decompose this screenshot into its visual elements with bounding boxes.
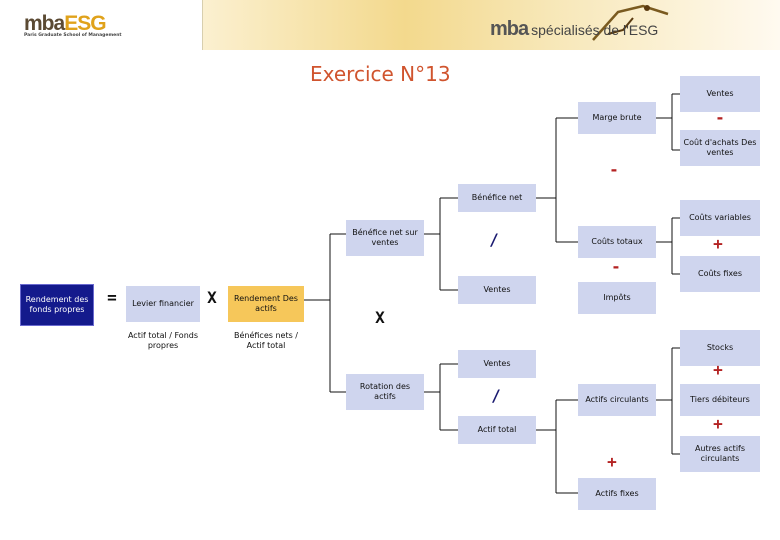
node-impots: Impôts (578, 282, 656, 314)
node-ventes-top: Ventes (680, 76, 760, 112)
node-ventes-1: Ventes (458, 276, 536, 304)
op-times-1: X (202, 290, 222, 306)
label-levier-formula: Actif total / Fonds propres (124, 331, 202, 351)
op-divide-1: / (484, 232, 504, 248)
op-plus-costs: + (708, 236, 728, 252)
node-actifs-circulants: Actifs circulants (578, 384, 656, 416)
op-plus-stocks: + (708, 362, 728, 378)
node-couts-fixes: Coûts fixes (680, 256, 760, 292)
node-rendement-fonds-propres: Rendement des fonds propres (20, 284, 94, 326)
op-minus-costs: - (606, 259, 626, 275)
op-minus-top: - (710, 110, 730, 126)
node-marge-brute: Marge brute (578, 102, 656, 134)
op-minus-mid: - (604, 162, 624, 178)
node-cout-achats: Coût d'achats Des ventes (680, 130, 760, 166)
node-rotation-actifs: Rotation des actifs (346, 374, 424, 410)
node-actifs-fixes: Actifs fixes (578, 478, 656, 510)
op-plus-tiers: + (708, 416, 728, 432)
node-levier-financier: Levier financier (126, 286, 200, 322)
op-divide-2: / (486, 388, 506, 404)
node-rendement-actifs: Rendement Des actifs (228, 286, 304, 322)
node-benefice-net: Bénéfice net (458, 184, 536, 212)
op-plus-actifs: + (602, 454, 622, 470)
node-tiers-debiteurs: Tiers débiteurs (680, 384, 760, 416)
op-times-2: X (370, 310, 390, 326)
node-couts-totaux: Coûts totaux (578, 226, 656, 258)
node-ventes-2: Ventes (458, 350, 536, 378)
node-actif-total: Actif total (458, 416, 536, 444)
node-autres-actifs: Autres actifs circulants (680, 436, 760, 472)
node-benefice-net-sur-ventes: Bénéfice net sur ventes (346, 220, 424, 256)
label-rendement-actifs-formula: Bénéfices nets / Actif total (226, 331, 306, 351)
op-equals: = (102, 290, 122, 306)
node-couts-variables: Coûts variables (680, 200, 760, 236)
